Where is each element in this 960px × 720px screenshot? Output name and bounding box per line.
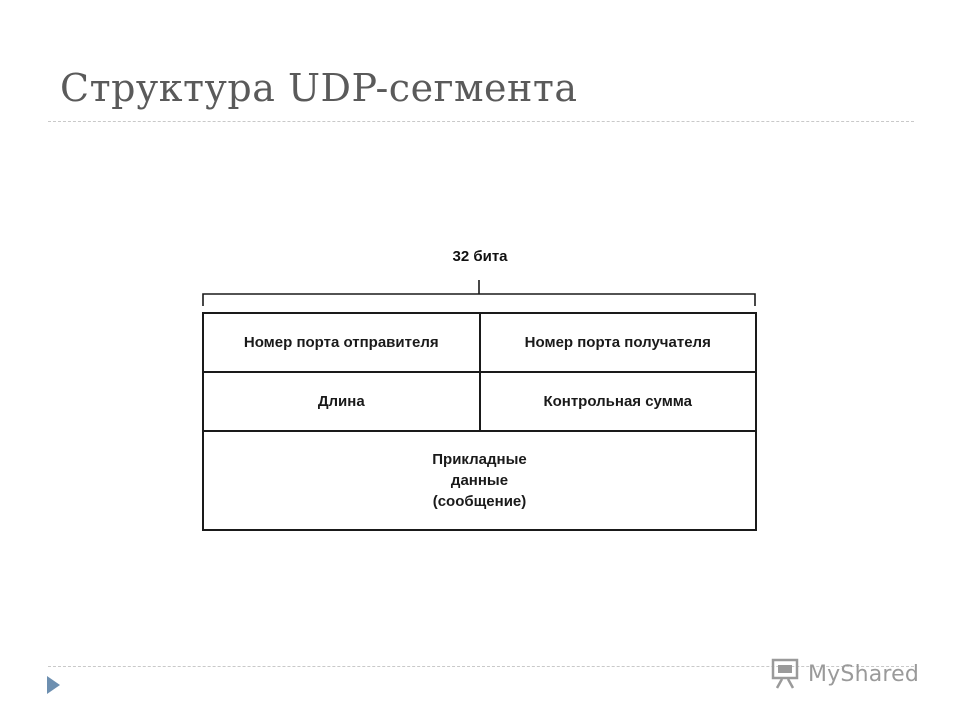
watermark: MyShared bbox=[768, 657, 919, 691]
length-field: Длина bbox=[202, 371, 481, 432]
application-data-field: Прикладные данные (сообщение) bbox=[202, 430, 757, 531]
checksum-field: Контрольная сумма bbox=[478, 371, 757, 432]
width-label: 32 бита bbox=[452, 248, 508, 265]
source-port-field: Номер порта отправителя bbox=[202, 312, 481, 373]
udp-segment-diagram: Номер порта отправителя Номер порта полу… bbox=[202, 312, 757, 531]
data-line-1: Прикладные bbox=[432, 451, 527, 468]
header-row-length-checksum: Длина Контрольная сумма bbox=[202, 371, 757, 432]
watermark-text: MyShared bbox=[808, 661, 920, 687]
presentation-board-icon bbox=[771, 658, 799, 689]
triangle-right-icon[interactable] bbox=[47, 676, 60, 694]
payload-row: Прикладные данные (сообщение) bbox=[202, 430, 757, 531]
header-row-ports: Номер порта отправителя Номер порта полу… bbox=[202, 312, 757, 373]
data-line-2: данные bbox=[450, 472, 509, 489]
destination-port-field: Номер порта получателя bbox=[478, 312, 757, 373]
title-divider bbox=[48, 121, 914, 122]
slide-title: Структура UDP-сегмента bbox=[60, 66, 578, 110]
width-bracket bbox=[202, 280, 756, 306]
data-line-3: (сообщение) bbox=[432, 493, 527, 510]
footer-divider bbox=[48, 666, 914, 667]
